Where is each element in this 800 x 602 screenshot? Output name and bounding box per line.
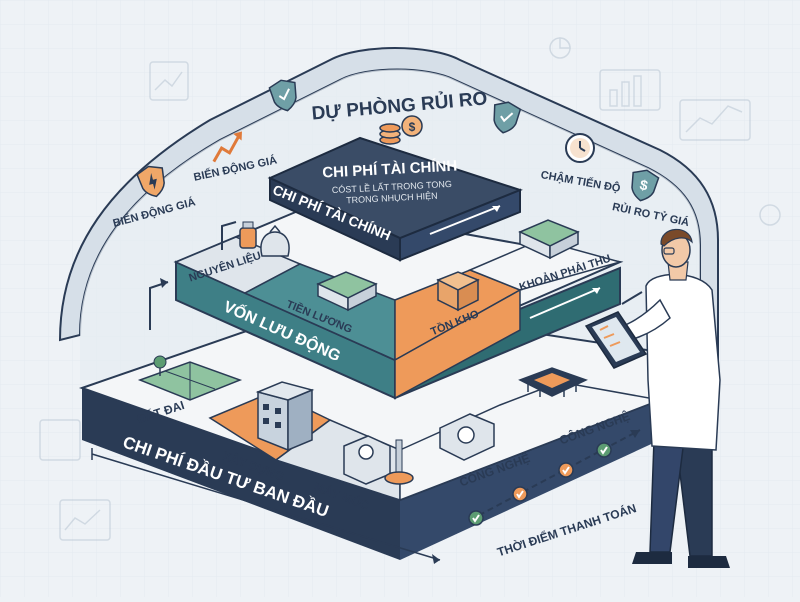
initial-investment-navy-band [82,388,400,560]
shield-icon [493,101,522,134]
working-capital-arrow [529,287,601,319]
check-icon [512,486,528,502]
check-icon [468,510,484,526]
tech-device-icon [439,413,495,461]
financial-cost-top [267,136,523,240]
shield-icon [136,165,165,198]
sack-icon [260,224,290,257]
check-icon [558,462,574,478]
person-glasses [663,247,675,255]
svg-text:$: $ [638,176,649,193]
initial-investment-front-band [400,400,660,560]
tablet-icon [584,291,648,369]
clock-icon [565,133,595,163]
financial-cost-layer [267,136,523,262]
machine-icon [343,435,414,485]
boxes-icon [436,271,480,312]
financial-cost-arrowhead [492,206,500,212]
receivables-tile [468,239,623,291]
up-arrow-left-1-head [160,278,168,288]
chip-icon [518,367,588,397]
background-decorations [39,37,781,541]
svg-text:$: $ [409,120,416,134]
rising-arrow-icon [212,131,242,163]
technology-tile [399,381,663,502]
financial-cost-arrow [429,205,501,235]
check-icon [596,442,612,458]
businessman-figure [603,228,730,568]
building-icon [255,381,315,452]
cash-stack-icon [316,271,378,312]
shield-icon: $ [631,169,660,202]
person-shirt [645,273,721,451]
person-hair [660,228,693,247]
person-left-shoe [632,552,672,564]
land-icon [137,355,243,401]
shield-icon [268,79,297,112]
working-capital-arrowhead [592,288,600,294]
coins-icon: $ [379,115,423,145]
financial-cost-top-sub-2: TRONG NHỤCH HIỆN [346,191,438,206]
up-arrow-left-2 [221,221,237,250]
payment-timeline [91,429,641,564]
cash-stack-icon [518,219,580,260]
person-right-shoe [688,556,730,568]
bottle-icon [239,221,257,249]
working-capital-orange-band [394,288,521,400]
